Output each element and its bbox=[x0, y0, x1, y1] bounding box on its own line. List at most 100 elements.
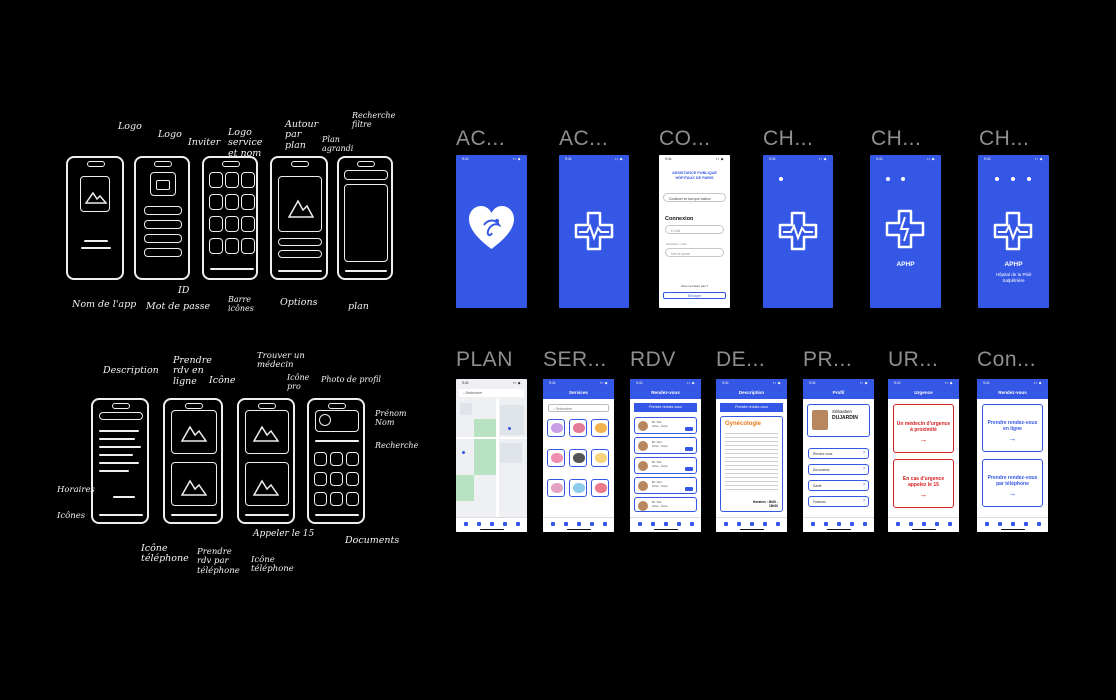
screen-rendez-vous[interactable]: 9:41▪▪ ◆ Rendez-vous Prendre rendez-vous… bbox=[630, 379, 701, 532]
services-search-text: Rechercher bbox=[555, 407, 573, 411]
sketch-phone-2 bbox=[134, 156, 190, 280]
note: Recherche bbox=[375, 441, 419, 450]
screen-plan[interactable]: 9:41▪▪ ◆ ⌕ Rechercher bbox=[456, 379, 527, 532]
status-time: 9:41 bbox=[549, 381, 556, 385]
note: Documents bbox=[345, 535, 400, 546]
frame-label: CH... bbox=[871, 127, 922, 150]
screen-urgence[interactable]: 9:41▪▪ ◆ Urgence Un médecin d'urgence à … bbox=[888, 379, 959, 532]
screen-contact[interactable]: 9:41▪▪ ◆ Rendez-vous Prendre rendez-vous… bbox=[977, 379, 1048, 532]
service-card[interactable] bbox=[569, 449, 587, 467]
calendar-icon[interactable] bbox=[921, 521, 926, 526]
screen-chargement-3[interactable]: 9:41▪▪ ◆ APHP Hôpital de la Pitié Salpêt… bbox=[978, 155, 1049, 308]
building-icon[interactable] bbox=[908, 521, 913, 526]
emergency-icon[interactable] bbox=[602, 521, 607, 526]
home-icon[interactable] bbox=[463, 521, 468, 526]
sketch-wireframes-top: Logo Logo Inviter Logo service et nom Au… bbox=[60, 110, 400, 330]
doctor-icon[interactable] bbox=[934, 521, 939, 526]
service-card[interactable] bbox=[547, 419, 565, 437]
frame-label: PLAN bbox=[456, 348, 513, 371]
building-icon[interactable] bbox=[650, 521, 655, 526]
emergency-icon[interactable] bbox=[862, 521, 867, 526]
status-time: 9:41 bbox=[983, 381, 990, 385]
screen-connexion[interactable]: 9:41▪▪ ◆ ASSISTANCE PUBLIQUE HÔPITAUX DE… bbox=[659, 155, 730, 308]
emergency-icon[interactable] bbox=[689, 521, 694, 526]
sketch-phone-4 bbox=[270, 156, 328, 280]
profile-row[interactable]: Santé bbox=[808, 480, 869, 491]
building-icon[interactable] bbox=[736, 521, 741, 526]
calendar-icon[interactable] bbox=[749, 521, 754, 526]
call-15-button[interactable]: En cas d'urgence appelez le 15 → bbox=[893, 459, 954, 508]
calendar-icon[interactable] bbox=[663, 521, 668, 526]
home-icon[interactable] bbox=[810, 521, 815, 526]
home-icon[interactable] bbox=[895, 521, 900, 526]
service-card[interactable] bbox=[547, 479, 565, 497]
emergency-icon[interactable] bbox=[775, 521, 780, 526]
phone-booking-button[interactable]: Prendre rendez-vous par téléphone → bbox=[982, 459, 1043, 507]
doctor-icon[interactable] bbox=[502, 521, 507, 526]
building-icon[interactable] bbox=[823, 521, 828, 526]
screen-services[interactable]: 9:41▪▪ ◆ Services ⌕ Rechercher bbox=[543, 379, 614, 532]
aphp-logo: ASSISTANCE PUBLIQUE HÔPITAUX DE PARIS bbox=[672, 171, 717, 180]
screen-accueil-2[interactable]: 9:41▪▪ ◆ bbox=[559, 155, 629, 308]
frame-label: CO... bbox=[659, 127, 711, 150]
calendar-icon[interactable] bbox=[836, 521, 841, 526]
home-icon[interactable] bbox=[637, 521, 642, 526]
home-icon[interactable] bbox=[723, 521, 728, 526]
service-card[interactable] bbox=[591, 419, 609, 437]
doctor-icon[interactable] bbox=[1023, 521, 1028, 526]
book-appointment-button[interactable]: Prendre rendez-vous bbox=[720, 403, 783, 412]
emergency-icon[interactable] bbox=[1036, 521, 1041, 526]
screen-chargement-2[interactable]: 9:41▪▪ ◆ APHP bbox=[870, 155, 941, 308]
visitor-field[interactable]: Continuer en tant que visiteur bbox=[663, 193, 726, 202]
map-pin[interactable] bbox=[508, 427, 511, 430]
calendar-icon[interactable] bbox=[1010, 521, 1015, 526]
heart-logo-icon bbox=[469, 206, 514, 249]
forgot-link[interactable]: Vous ne l'avez pas ? bbox=[680, 284, 709, 288]
email-field[interactable]: E-mail bbox=[665, 225, 724, 234]
screen-profil[interactable]: 9:41▪▪ ◆ Profil Sébastien DUJARDIN Rende… bbox=[803, 379, 874, 532]
profile-row[interactable]: Factures bbox=[808, 496, 869, 507]
screen-accueil-1[interactable]: 9:41▪▪ ◆ bbox=[456, 155, 527, 308]
map-pin[interactable] bbox=[462, 451, 465, 454]
doctor-icon[interactable] bbox=[849, 521, 854, 526]
sketch-phone-6 bbox=[91, 398, 149, 524]
map-search[interactable]: ⌕ Rechercher bbox=[459, 389, 524, 397]
screen-chargement-1[interactable]: 9:41▪▪ ◆ bbox=[763, 155, 833, 308]
doctor-icon[interactable] bbox=[676, 521, 681, 526]
doctor-icon[interactable] bbox=[589, 521, 594, 526]
home-icon[interactable] bbox=[550, 521, 555, 526]
service-card[interactable] bbox=[591, 479, 609, 497]
online-booking-button[interactable]: Prendre rendez-vous en ligne → bbox=[982, 404, 1043, 452]
password-field[interactable]: Mot de passe bbox=[665, 248, 724, 257]
nearby-emergency-doctor-button[interactable]: Un médecin d'urgence à proximité → bbox=[893, 404, 954, 453]
screen-description[interactable]: 9:41▪▪ ◆ Description Prendre rendez-vous… bbox=[716, 379, 787, 532]
service-card[interactable] bbox=[547, 449, 565, 467]
emergency-icon[interactable] bbox=[947, 521, 952, 526]
screen-title: Profil bbox=[832, 390, 845, 395]
status-time: 9:41 bbox=[722, 381, 729, 385]
service-card[interactable] bbox=[591, 449, 609, 467]
building-icon[interactable] bbox=[997, 521, 1002, 526]
home-icon[interactable] bbox=[984, 521, 989, 526]
sketch-phone-5 bbox=[337, 156, 393, 280]
service-card[interactable] bbox=[569, 479, 587, 497]
building-icon[interactable] bbox=[476, 521, 481, 526]
emergency-icon[interactable] bbox=[515, 521, 520, 526]
doctor-icon[interactable] bbox=[762, 521, 767, 526]
book-appointment-button[interactable]: Prendre rendez-vous bbox=[634, 403, 697, 412]
services-search[interactable]: ⌕ Rechercher bbox=[548, 404, 609, 412]
password-label: Identifiant / code bbox=[666, 242, 687, 246]
note: ID bbox=[178, 285, 190, 296]
calendar-icon[interactable] bbox=[576, 521, 581, 526]
profile-row[interactable]: Documents bbox=[808, 464, 869, 475]
calendar-icon[interactable] bbox=[489, 521, 494, 526]
profile-row[interactable]: Rendez-vous bbox=[808, 448, 869, 459]
send-button[interactable]: Envoyer bbox=[663, 292, 726, 299]
service-card[interactable] bbox=[569, 419, 587, 437]
building-icon[interactable] bbox=[563, 521, 568, 526]
